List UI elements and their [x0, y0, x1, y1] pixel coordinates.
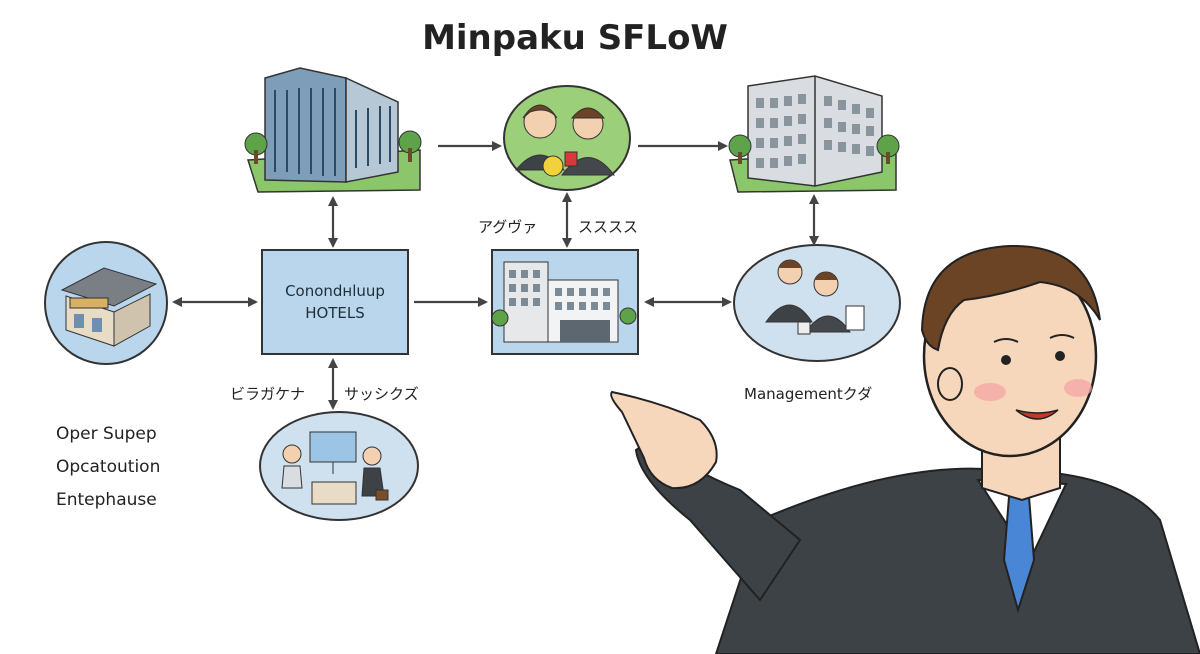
- label-top-left-arrow: アグヴァ: [478, 218, 538, 236]
- office-building-top-left: [244, 67, 422, 193]
- left-text-line-3: Entephause: [56, 490, 157, 510]
- hotel-box-line2: HOTELS: [305, 304, 365, 322]
- left-text-block: Oper Supep Opcatoution Entephause: [56, 418, 160, 517]
- hotel-box: [261, 249, 409, 355]
- shop-circle-left: [44, 241, 168, 365]
- label-bottom-right-arrow: サッシクズ: [344, 385, 419, 403]
- diagram-title: Minpaku SFLoW: [422, 18, 728, 58]
- label-bottom-left-arrow: ビラガケナ: [230, 385, 306, 403]
- apartment-building-top-right: [728, 75, 900, 193]
- office-circle-bottom: [259, 411, 419, 521]
- left-text-line-2: Opcatoution: [56, 457, 161, 477]
- presenter-character: [610, 244, 1200, 654]
- people-circle-top: [503, 85, 631, 191]
- label-management: Managementクダ: [744, 385, 873, 403]
- management-circle-right: [733, 244, 901, 362]
- hotel-box-label: Conondнluup HOTELS: [260, 248, 410, 356]
- left-text-line-1: Oper Supep: [56, 424, 157, 444]
- label-top-right-arrow: スススス: [578, 218, 639, 236]
- hotel-box-line1: Conondнluup: [285, 281, 385, 300]
- hotel-building-center: [491, 249, 639, 355]
